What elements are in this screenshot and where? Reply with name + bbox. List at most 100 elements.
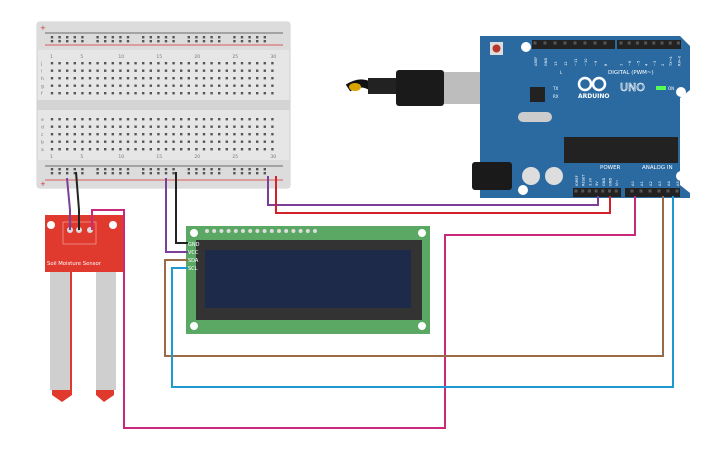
digital-pin[interactable] xyxy=(668,41,672,45)
column-label: 25 xyxy=(232,54,238,60)
digital-pin[interactable] xyxy=(563,41,567,45)
usb-cable xyxy=(345,70,494,106)
led-rx-label: RX xyxy=(553,94,559,99)
power-pin[interactable] xyxy=(587,189,591,193)
column-label: 20 xyxy=(194,54,200,60)
analog-pin-label: A5 xyxy=(676,181,680,186)
row-label: j xyxy=(40,61,42,67)
row-label: d xyxy=(41,125,44,131)
on-label: ON xyxy=(668,86,674,91)
digital-pin-label: 8 xyxy=(604,63,608,66)
wire-lcd-sda xyxy=(164,196,664,357)
column-label: 15 xyxy=(156,54,162,60)
lcd-pin-vcc: VCC xyxy=(188,250,199,256)
row-label: i xyxy=(41,69,42,75)
power-label: POWER xyxy=(600,165,621,171)
column-label: 1 xyxy=(50,154,53,160)
analog-pin[interactable] xyxy=(666,189,670,193)
wire-sensor-signal xyxy=(91,196,636,429)
column-label: 10 xyxy=(118,54,124,60)
analog-pin[interactable] xyxy=(675,189,679,193)
row-label: b xyxy=(41,140,44,146)
digital-pin[interactable] xyxy=(635,41,639,45)
digital-pin-label: 2 xyxy=(661,64,665,66)
power-pin-label: GND xyxy=(609,178,613,186)
analog-pin-label: A0 xyxy=(631,181,635,186)
digital-pin[interactable] xyxy=(543,41,547,45)
power-pin[interactable] xyxy=(601,189,605,193)
digital-pin-label: 12 xyxy=(564,61,568,66)
power-pin[interactable] xyxy=(574,189,578,193)
analog-label: ANALOG IN xyxy=(642,165,673,171)
digital-pin[interactable] xyxy=(533,41,537,45)
digital-pin[interactable] xyxy=(619,41,623,45)
power-pin[interactable] xyxy=(608,189,611,193)
power-pin-label: IOREF xyxy=(575,175,579,186)
digital-label: DIGITAL (PWM~) xyxy=(608,70,654,76)
digital-pin-label: 7 xyxy=(620,64,624,66)
plus-label-bottom: + xyxy=(40,180,46,188)
digital-pin-label: ~6 xyxy=(628,60,632,66)
power-pin[interactable] xyxy=(581,189,585,193)
wire-gnd xyxy=(275,176,611,214)
analog-pin[interactable] xyxy=(648,189,652,193)
brand-label: ARDUINO xyxy=(578,93,609,100)
led-tx-label: TX xyxy=(552,86,558,91)
digital-pin-label: ~9 xyxy=(594,60,598,66)
column-label: 5 xyxy=(80,154,83,160)
column-label: 30 xyxy=(270,54,276,60)
row-label: a xyxy=(41,148,44,153)
digital-pin[interactable] xyxy=(660,41,664,45)
wire-lcd-scl xyxy=(171,196,674,388)
digital-pin[interactable] xyxy=(573,41,577,45)
analog-pin[interactable] xyxy=(657,189,661,193)
column-label: 20 xyxy=(194,154,200,160)
column-label: 15 xyxy=(156,154,162,160)
digital-pin-label: RX←0 xyxy=(677,55,681,66)
power-pin-label: RESET xyxy=(582,174,586,186)
lcd-pin-scl: SCL xyxy=(188,266,198,272)
analog-pin[interactable] xyxy=(630,189,634,193)
digital-pin-label: ~3 xyxy=(653,61,657,66)
digital-pin[interactable] xyxy=(676,41,680,45)
digital-pin[interactable] xyxy=(593,41,597,45)
digital-pin[interactable] xyxy=(603,41,607,45)
digital-pin[interactable] xyxy=(553,41,557,45)
wire-lcd-vcc xyxy=(165,178,188,253)
column-label: 30 xyxy=(270,154,276,160)
analog-pin-label: A2 xyxy=(649,181,653,186)
power-pin[interactable] xyxy=(594,189,598,193)
power-pin[interactable] xyxy=(614,189,618,193)
digital-pin-label: ~5 xyxy=(636,61,640,66)
row-label: e xyxy=(41,118,44,123)
wire-sensor-vcc xyxy=(66,177,71,230)
digital-pin[interactable] xyxy=(583,41,587,45)
digital-pin-label: ~11 xyxy=(574,58,578,66)
power-pin-label: 5V xyxy=(595,181,599,186)
digital-pin-label: 13 xyxy=(554,61,558,66)
digital-pin-label: GND xyxy=(544,58,548,66)
plus-label: + xyxy=(40,24,46,32)
digital-pin-label: 4 xyxy=(645,63,649,66)
power-pin-label: 3.3V xyxy=(588,177,592,186)
digital-pin[interactable] xyxy=(652,41,656,45)
arduino-uno[interactable]: ON L TX RX DIGITAL (PWM~) ARDUINO UNO PO… xyxy=(444,36,690,198)
led-l-label: L xyxy=(560,70,563,75)
analog-pin[interactable] xyxy=(639,189,643,193)
digital-pin[interactable] xyxy=(627,41,631,45)
analog-pin-label: A3 xyxy=(658,181,662,186)
lcd-pin-gnd: GND xyxy=(188,242,200,248)
arduino-logo-icon xyxy=(577,76,607,92)
digital-pin[interactable] xyxy=(644,41,648,45)
wire-sensor-gnd xyxy=(75,171,80,230)
column-label: 5 xyxy=(80,54,83,60)
soil-moisture-sensor[interactable]: Soil Moisture Sensor xyxy=(45,215,124,402)
wire-lcd-gnd xyxy=(175,172,188,244)
sensor-label: Soil Moisture Sensor xyxy=(47,261,102,267)
row-label: c xyxy=(41,133,44,138)
digital-pin-label: AREF xyxy=(534,57,538,66)
lcd-pin-sda: SDA xyxy=(188,258,199,264)
lcd-display[interactable]: GND VCC SDA SCL xyxy=(186,226,430,334)
